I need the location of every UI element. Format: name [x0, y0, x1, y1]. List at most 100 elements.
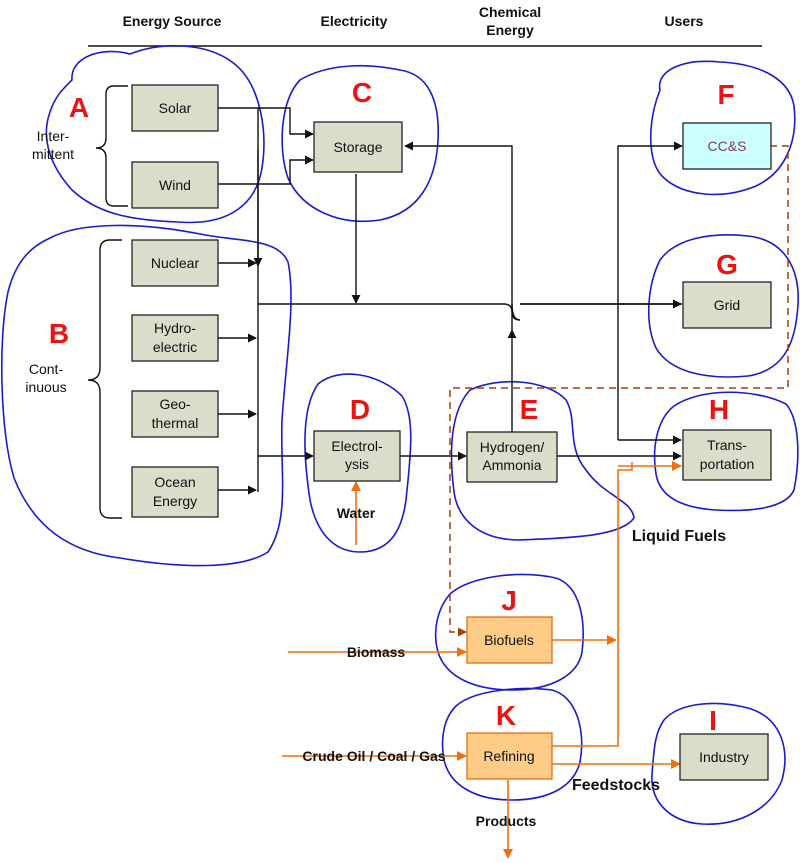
continuous-label-line2: inuous [25, 379, 66, 395]
geothermal-label-line1: Geo- [159, 396, 190, 412]
group-letter-e: E [520, 394, 539, 425]
ccs-label: CC&S [708, 138, 747, 154]
electrolysis-box [313, 430, 401, 482]
water-label: Water [337, 505, 376, 521]
node-storage: Storage [313, 121, 403, 173]
group-letter-i: I [709, 705, 717, 736]
continuous-label-line1: Cont- [29, 361, 64, 377]
grid-label: Grid [714, 297, 740, 313]
group-b-outline [0, 224, 292, 567]
group-letter-j: J [501, 585, 517, 616]
wind-to-storage-arrow [218, 155, 314, 185]
user-industry: Industry [679, 733, 769, 781]
header-users: Users [665, 13, 704, 29]
group-outlines [0, 45, 799, 825]
group-letter-c: C [352, 77, 372, 108]
group-k-outline [441, 687, 583, 801]
storage-box [313, 121, 403, 173]
group-a-outline [45, 45, 265, 224]
transportation-box [682, 429, 772, 481]
user-transportation: Trans- portation [682, 429, 772, 481]
nuclear-label: Nuclear [151, 255, 200, 271]
liquid-fuels-label: Liquid Fuels [632, 528, 726, 545]
refining-box [466, 732, 553, 780]
group-letter-g: G [716, 249, 738, 280]
group-i-outline [651, 702, 786, 825]
refining-label: Refining [483, 748, 534, 764]
group-h-outline [653, 391, 799, 512]
group-letter-a: A [69, 92, 89, 123]
hydrogen-ammonia-box [466, 431, 558, 483]
user-ccs: CC&S [682, 122, 772, 170]
hydrogen-ammonia-label-line2: Ammonia [482, 457, 541, 473]
header-chemical-energy-line2: Energy [486, 22, 534, 38]
ccs-box [682, 122, 772, 170]
feedstocks-label: Feedstocks [572, 777, 660, 794]
intermittent-label-line2: mittent [32, 146, 74, 162]
grid-box [682, 281, 772, 329]
group-g-outline [647, 234, 799, 378]
ocean-energy-label-line1: Ocean [154, 474, 195, 490]
hydrogen-to-storage-arrow [404, 141, 513, 330]
liquid-fuels-riser [552, 462, 633, 747]
node-hydrogen-ammonia: Hydrogen/ Ammonia [466, 431, 558, 483]
hydroelectric-label-line2: electric [153, 339, 197, 355]
electric-connectors [218, 107, 683, 495]
transportation-label-line1: Trans- [707, 437, 747, 453]
hydroelectric-box [131, 314, 219, 362]
hydroelectric-label-line1: Hydro- [154, 320, 196, 336]
intermittent-bracket [95, 85, 128, 207]
biofuels-box [466, 616, 553, 664]
source-ocean-energy: Ocean Energy [131, 466, 219, 518]
geothermal-label-line2: thermal [152, 415, 199, 431]
transportation-label-line2: portation [700, 456, 754, 472]
source-solar: Solar [131, 84, 219, 132]
group-letter-d: D [350, 394, 370, 425]
column-headers: Energy Source Electricity Chemical Energ… [88, 4, 762, 47]
continuous-bracket [87, 239, 122, 519]
products-label: Products [476, 813, 537, 829]
ocean-energy-box [131, 466, 219, 518]
electrolysis-label-line2: ysis [345, 456, 369, 472]
solar-box [131, 84, 219, 132]
riser-to-ccs-arrow [617, 141, 683, 440]
intermittent-label-line1: Inter- [37, 128, 70, 144]
source-hydroelectric: Hydro- electric [131, 314, 219, 362]
storage-label: Storage [333, 139, 382, 155]
group-letter-h: H [709, 394, 729, 425]
header-energy-source: Energy Source [123, 13, 222, 29]
group-letter-b: B [49, 318, 69, 349]
header-chemical-energy-line1: Chemical [479, 4, 541, 20]
wind-label: Wind [159, 177, 191, 193]
group-letters: A B C D E F G H I J K [49, 77, 738, 736]
biomass-label: Biomass [347, 644, 406, 660]
node-refining: Refining [466, 732, 553, 780]
crude-oil-coal-gas-label: Crude Oil / Coal / Gas [302, 748, 445, 764]
biofuels-label: Biofuels [484, 632, 534, 648]
header-electricity: Electricity [321, 13, 388, 29]
node-electrolysis: Electrol- ysis [313, 430, 401, 482]
user-grid: Grid [682, 281, 772, 329]
ccs-to-biofuels-dashed-arrow [449, 145, 789, 637]
geothermal-box [131, 390, 219, 438]
hydrogen-ammonia-label-line1: Hydrogen/ [480, 439, 545, 455]
solar-to-storage-arrow [218, 107, 314, 139]
ocean-energy-label-line2: Energy [153, 493, 197, 509]
source-nuclear: Nuclear [131, 239, 219, 287]
node-biofuels: Biofuels [466, 616, 553, 664]
group-e-outline [450, 380, 635, 541]
group-c-outline [281, 65, 439, 222]
electrolysis-label-line1: Electrol- [331, 438, 383, 454]
group-d-outline [304, 373, 412, 553]
source-geothermal: Geo- thermal [131, 390, 219, 438]
industry-label: Industry [699, 749, 749, 765]
group-letter-f: F [717, 79, 734, 110]
fuel-connectors [282, 461, 682, 859]
industry-box [679, 733, 769, 781]
source-wind: Wind [131, 161, 219, 209]
solar-label: Solar [159, 100, 192, 116]
nuclear-box [131, 239, 219, 287]
group-letter-k: K [496, 700, 516, 731]
wind-box [131, 161, 219, 209]
